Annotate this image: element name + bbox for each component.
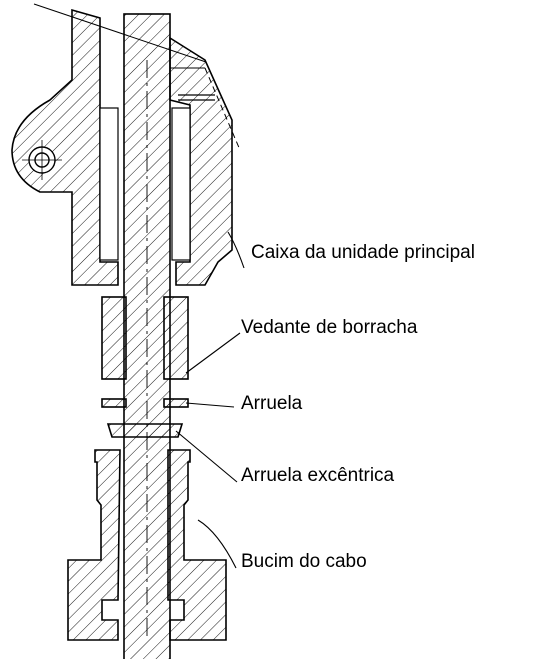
leader-housing <box>227 231 245 269</box>
housing-cavity-right <box>171 107 191 261</box>
label-housing: Caixa da unidade principal <box>251 242 475 263</box>
label-washer: Arruela <box>241 393 303 414</box>
cable-gland-right <box>167 449 227 641</box>
leader-seal <box>185 332 241 374</box>
rubber-seal-left <box>101 296 127 380</box>
label-eccentric-washer: Arruela excêntrica <box>241 465 395 486</box>
housing-cavity-left <box>99 107 119 261</box>
washer-left <box>101 398 127 408</box>
label-rubber-seal: Vedante de borracha <box>241 317 418 338</box>
leader-cable-gland <box>197 519 237 569</box>
leader-washer <box>185 402 235 408</box>
cable-gland-left <box>67 449 121 641</box>
label-cable-gland: Bucim do cabo <box>241 551 367 572</box>
housing-left-wall <box>11 8 119 286</box>
mounting-hole-icon <box>22 140 62 180</box>
cable-core <box>123 13 171 659</box>
leader-eccentric-washer <box>175 430 238 483</box>
